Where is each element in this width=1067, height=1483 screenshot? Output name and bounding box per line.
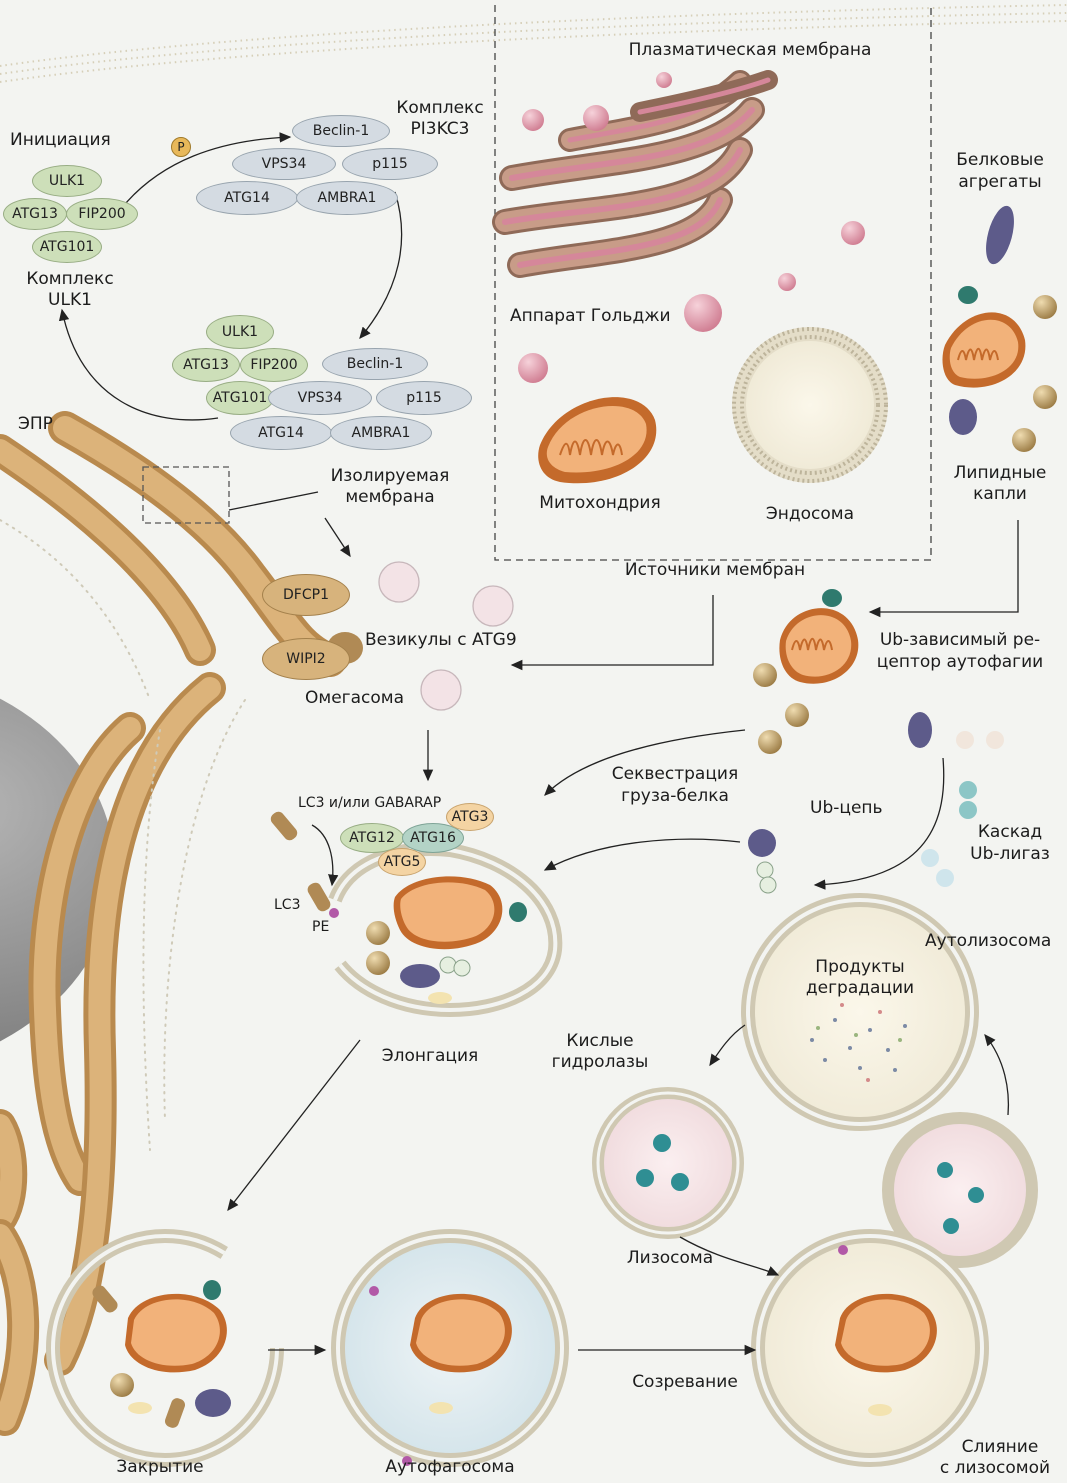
mitochondrion-target (942, 312, 1026, 388)
label-closure: Закрытие (116, 1457, 204, 1477)
golgi-apparatus (492, 70, 778, 278)
label-lc3-gabarap: LC3 и/или GABARAP (298, 795, 442, 811)
label-ulk1-line2: ULK1 (48, 290, 92, 310)
pill-ulk1: ULK1 (32, 165, 102, 197)
label-pi3kc3-line2: PI3KC3 (410, 119, 470, 139)
label-plasma-membrane: Плазматическая мембрана (628, 40, 872, 60)
pill-atg13: ATG13 (3, 198, 67, 230)
pill-beclin1-top: Beclin-1 (292, 115, 390, 147)
label-fusion-line2: с лизосомой (939, 1458, 1051, 1478)
label-degradation-line2: деградации (805, 978, 915, 998)
mitochondrion-source (538, 397, 657, 484)
pill-vps34-top: VPS34 (232, 148, 336, 180)
label-ub-ligase-line1: Каскад (977, 822, 1043, 842)
autolysosome (741, 893, 979, 1131)
membrane-sources-box (494, 5, 932, 561)
atg9-vesicles (378, 561, 514, 711)
label-autophagosome: Аутофагосома (385, 1457, 515, 1477)
pill-atg13-merged: ATG13 (172, 348, 240, 382)
mitochondrion-receptor (779, 608, 859, 684)
label-isolation-membrane-line1: Изолируемая (330, 466, 450, 486)
lysosome (592, 1087, 744, 1239)
pill-atg16: ATG16 (402, 823, 464, 853)
pill-fip200: FIP200 (66, 198, 138, 230)
label-lipid-droplets-line2: капли (973, 484, 1027, 504)
label-protein-aggregates-line1: Белковые (956, 150, 1044, 170)
isolation-membrane-box (142, 466, 230, 524)
plasma-membrane-band (0, 4, 1067, 83)
pink-vesicles (518, 72, 865, 383)
pathway-arrows (58, 132, 1019, 1356)
label-maturation: Созревание (632, 1372, 738, 1392)
autophagosome (331, 1229, 569, 1467)
label-ub-ligase-line2: Ub-лигаз (970, 844, 1050, 864)
label-ub-chain: Ub-цепь (810, 798, 883, 818)
pill-atg101-merged: ATG101 (206, 381, 274, 415)
label-acid-hydrolases-line1: Кислые (566, 1031, 634, 1051)
pill-wipi2: WIPI2 (262, 638, 350, 680)
closure-vesicle (46, 1229, 284, 1467)
pill-atg14-top: ATG14 (196, 181, 298, 215)
endosome (732, 327, 888, 483)
label-ub-receptor-line2: цептор аутофагии (876, 652, 1044, 672)
label-degradation-line1: Продукты (815, 957, 905, 977)
label-atg9-vesicles: Везикулы с ATG9 (365, 630, 517, 650)
pill-atg3: ATG3 (446, 803, 494, 831)
label-isolation-membrane-line2: мембрана (345, 487, 435, 507)
ub-ligase-cascade (756, 731, 1004, 894)
pill-atg101: ATG101 (32, 231, 102, 263)
label-ub-receptor-line1: Ub-зависимый ре- (879, 630, 1041, 650)
label-pi3kc3-line1: Комплекс (396, 98, 484, 118)
label-sequestration-line2: груза-белка (621, 786, 729, 806)
pill-ambra1-merged: AMBRA1 (330, 416, 432, 450)
isolation-membrane-pointer (228, 491, 319, 511)
label-elongation: Элонгация (381, 1046, 479, 1066)
label-lc3: LC3 (274, 897, 301, 913)
pill-vps34-merged: VPS34 (268, 381, 372, 415)
label-lysosome: Лизосома (626, 1248, 714, 1268)
label-omegasome: Омегасома (305, 688, 405, 708)
pill-atg5: ATG5 (378, 848, 426, 876)
label-pe: PE (312, 919, 330, 935)
label-membrane-sources: Источники мембран (624, 560, 806, 580)
pill-atg14-merged: ATG14 (230, 416, 332, 450)
degradation-dots (810, 1003, 907, 1082)
label-mitochondrion: Митохондрия (539, 493, 661, 513)
label-er: ЭПР (18, 414, 53, 434)
label-golgi: Аппарат Гольджи (510, 306, 671, 326)
label-acid-hydrolases-line2: гидролазы (551, 1052, 649, 1072)
phospho-badge: P (171, 137, 191, 157)
pill-p115-merged: p115 (376, 381, 472, 415)
pill-beclin1-merged: Beclin-1 (322, 348, 428, 380)
label-initiation: Инициация (10, 130, 111, 150)
pill-ambra1-top: AMBRA1 (296, 181, 398, 215)
label-sequestration-line1: Секвестрация (611, 764, 739, 784)
label-lipid-droplets-line1: Липидные (953, 463, 1047, 483)
fusion-vesicle (751, 1112, 1038, 1467)
label-fusion-line1: Слияние (961, 1437, 1039, 1457)
label-endosome: Эндосома (765, 504, 855, 524)
label-autolysosome: Аутолизосома (925, 931, 1052, 951)
label-ulk1-line1: Комплекс (26, 269, 114, 289)
label-protein-aggregates-line2: агрегаты (958, 172, 1042, 192)
pill-p115-top: p115 (342, 148, 438, 180)
pill-fip200-merged: FIP200 (240, 348, 308, 382)
pill-ulk1-merged: ULK1 (206, 315, 274, 349)
pill-dfcp1: DFCP1 (262, 574, 350, 616)
